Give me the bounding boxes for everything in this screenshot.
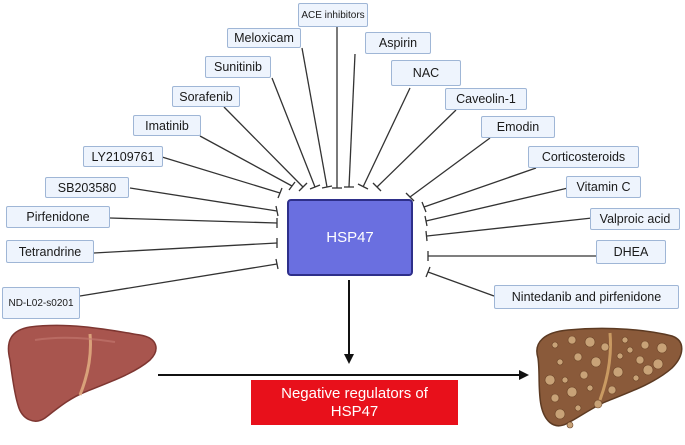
connector-nd [79,263,278,297]
fibrosis-nodule [544,374,556,386]
connector-imatinib [199,135,293,187]
drug-box-pirfenidone: Pirfenidone [6,206,110,228]
fibrosis-nodule [566,386,578,398]
fibrosis-nodule [632,374,640,382]
drug-box-vitamin-c: Vitamin C [566,176,641,198]
fibrosis-nodule [612,366,624,378]
drug-box-ly2109761: LY2109761 [83,146,163,167]
negative-regulators-box: Negative regulators of HSP47 [251,380,458,425]
tbar-sorafenib [298,182,308,192]
connector-sunitinib [271,77,316,188]
healthy-liver-icon [7,324,157,422]
fibrosis-nodule [586,384,594,392]
tbar-nac [357,183,369,190]
drug-box-nintedanib-and-pirfenidone: Nintedanib and pirfenidone [494,285,679,309]
tbar-vitc [424,215,428,227]
fibrosis-nodule [551,341,559,349]
fibrosis-nodule [561,376,569,384]
tbar-ly [277,187,283,199]
outcome-line-2: HSP47 [330,402,379,420]
fibrotic-liver-icon [536,327,683,429]
fibrosis-nodule [656,342,668,354]
fibrosis-nodule [616,352,624,360]
fibrosis-nodule [566,421,574,429]
drug-box-sorafenib: Sorafenib [172,86,240,107]
drug-box-sunitinib: Sunitinib [205,56,271,78]
tbar-sunitinib [309,184,321,190]
fibrosis-nodule [652,358,664,370]
fibrosis-nodule [607,385,617,395]
fibrosis-nodule [574,404,582,412]
connector-valproic [426,217,593,237]
drug-box-corticosteroids: Corticosteroids [528,146,639,168]
fibrosis-nodule [567,335,577,345]
connector-pirfenidone [109,217,278,224]
fibrosis-nodule [640,340,650,350]
inhibition-connectors [79,27,597,297]
drug-box-nac: NAC [391,60,461,86]
tbar-nd [275,258,279,270]
connector-nac [362,87,411,188]
fibrosis-nodule [550,393,560,403]
drug-box-nd-l02-s0201: ND-L02-s0201 [2,287,80,319]
drug-box-aspirin: Aspirin [365,32,431,54]
fibrosis-nodule [556,358,564,366]
drug-box-meloxicam: Meloxicam [227,28,301,48]
connector-aspirin [348,53,356,188]
fibrosis-nodule [635,355,645,365]
connector-nintedanib [427,271,495,297]
outcome-line-1: Negative regulators of [281,384,428,402]
fibrosis-nodule [584,336,596,348]
drug-box-dhea: DHEA [596,240,666,264]
connector-tetrandrine [93,242,278,254]
tbar-nintedanib [425,266,431,278]
connector-sorafenib [223,106,304,188]
drug-box-emodin: Emodin [481,116,555,138]
drug-box-tetrandrine: Tetrandrine [6,240,94,263]
hsp47-node: HSP47 [287,199,413,276]
fibrosis-nodule [621,336,629,344]
fibrosis-nodule [626,346,634,354]
connector-caveolin [376,109,457,188]
connector-emodin [409,137,491,198]
tbar-sb [275,205,279,217]
tbar-corticosteroids [421,201,427,213]
hsp47-label: HSP47 [326,229,374,246]
drug-box-ace-inhibitors: ACE inhibitors [298,3,368,27]
fibrosis-nodule [600,342,610,352]
fibrosis-nodule [573,352,583,362]
connector-meloxicam [301,47,328,188]
tbar-imatinib [288,181,296,191]
tbar-valproic [425,230,428,242]
connector-vitc [425,187,569,222]
tbar-meloxicam [321,185,333,189]
drug-box-valproic-acid: Valproic acid [590,208,680,230]
drug-box-caveolin-1: Caveolin-1 [445,88,527,110]
fibrosis-nodule [642,364,654,376]
tbar-caveolin [372,182,382,192]
connector-corticosteroids [423,167,537,208]
connector-sb [129,187,278,212]
fibrosis-nodule [593,399,603,409]
fibrosis-nodule [590,356,602,368]
tbar-emodin [405,192,415,202]
drug-box-sb203580: SB203580 [45,177,129,198]
fibrosis-nodule [579,370,589,380]
connector-ly [161,156,281,194]
drug-box-imatinib: Imatinib [133,115,201,136]
fibrosis-nodule [554,408,566,420]
